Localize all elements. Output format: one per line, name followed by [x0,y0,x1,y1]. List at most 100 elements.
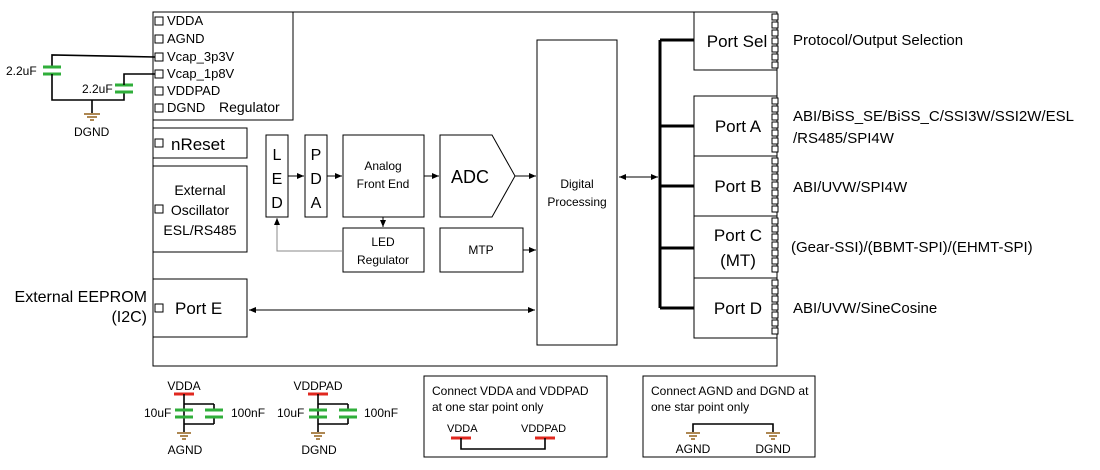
pda-letter-a: A [311,195,322,212]
port-pin [771,105,779,113]
port-pin [771,97,779,105]
vdda-cap-100nf-label: 100nF [231,406,265,420]
signal-arrows [249,173,658,313]
port-c-block: Port C (MT) [693,215,778,279]
port-b-desc: ABI/UVW/SPI4W [793,179,908,196]
osc-line1: External [174,182,225,198]
reg-pin-dgnd: DGND [167,100,205,115]
note2-line2: one star point only [651,400,749,414]
port-pin [771,13,779,21]
star-point-note-ground: Connect AGND and DGND at one star point … [642,375,816,458]
port-d-label: Port D [714,299,762,318]
port-pin [771,121,779,129]
digital-processing-block: Digital Processing [536,39,618,346]
port-d-desc: ABI/UVW/SineCosine [793,300,937,317]
note1-line2: at one star point only [432,400,543,414]
led-letter-l: L [273,147,282,164]
regulator-block: VDDA AGND Vcap_3p3V Vcap_1p8V VDDPAD DGN… [152,11,294,121]
port-a-desc-line1: ABI/BiSS_SE/BiSS_C/SSI3W/SSI2W/ESL [793,108,1074,125]
vdda-decoupling: VDDA 10uF 100nF AGND [144,379,265,457]
star-point-note-power: Connect VDDA and VDDPAD at one star poin… [423,375,608,458]
vdda-cap-10uf-label: 10uF [144,406,171,420]
port-c-line2: (MT) [720,251,756,270]
vddpad-decoupling: VDDPAD 10uF 100nF DGND [277,379,398,457]
led-letter-e: E [272,171,283,188]
port-bus [658,38,694,310]
port-pin [771,129,779,137]
port-pin [771,29,779,37]
led-reg-line2: Regulator [357,253,409,267]
port-pin [771,225,779,233]
nreset-block: nReset [152,127,248,159]
adc-block: ADC [439,134,516,218]
port-pin [771,279,779,287]
note1-vdda-label: VDDA [447,423,478,435]
led-regulator-block: LED Regulator [342,227,425,273]
port-pin [771,311,779,319]
mtp-label: MTP [468,243,493,257]
port-sel-desc: Protocol/Output Selection [793,32,963,49]
cap-2p2uf-1-label: 2.2uF [6,64,37,78]
port-pin [771,265,779,273]
digital-line2: Processing [547,195,606,209]
reg-pin-vddpad: VDDPAD [167,83,220,98]
port-pin [771,173,779,181]
port-pin [771,181,779,189]
vddpad-cap-10uf-label: 10uF [277,406,304,420]
port-d-block: Port D [693,277,778,339]
port-pin [771,165,779,173]
port-pin [771,257,779,265]
port-pin [771,303,779,311]
note2-agnd-label: AGND [676,442,711,456]
vdda-cap-top-label: VDDA [167,379,200,393]
port-pin [771,319,779,327]
pda-letter-d: D [310,171,322,188]
osc-line2: Oscillator [171,202,230,218]
mtp-block: MTP [439,227,524,273]
note1-line1: Connect VDDA and VDDPAD [432,384,589,398]
port-b-block: Port B [693,155,778,217]
vddpad-cap-100nf-label: 100nF [364,406,398,420]
port-sel-block: Port Sel [693,11,778,71]
digital-line1: Digital [560,177,593,191]
cap-2p2uf-2-label: 2.2uF [82,82,113,96]
port-pin [771,157,779,165]
port-a-desc-line2: /RS485/SPI4W [793,130,895,147]
led-block: L E D [265,134,289,218]
port-pin [771,197,779,205]
note1-vddpad-label: VDDPAD [521,423,566,435]
port-pin [771,137,779,145]
pda-letter-p: P [311,147,322,164]
port-a-label: Port A [715,117,762,136]
port-pin [771,189,779,197]
port-pin [771,53,779,61]
afe-line1: Analog [364,159,401,173]
port-pin [771,205,779,213]
port-pin [771,295,779,303]
port-pin [771,113,779,121]
port-e-block: Port E [152,278,248,338]
port-pin [771,217,779,225]
afe-block: Analog Front End [342,134,425,218]
led-letter-d: D [271,195,283,212]
nreset-label: nReset [171,135,225,154]
adc-label: ADC [451,167,489,187]
osc-line3: ESL/RS485 [163,222,236,238]
note2-dgnd-label: DGND [755,442,791,456]
port-c-desc: (Gear-SSI)/(BBMT-SPI)/(EHMT-SPI) [791,239,1033,256]
oscillator-block: External Oscillator ESL/RS485 [152,165,248,253]
port-pin [771,287,779,295]
led-reg-line1: LED [371,235,395,249]
port-pins [771,13,779,335]
port-e-label: Port E [175,299,222,318]
vddpad-cap-dgnd-label: DGND [301,443,337,457]
reg-pin-vcap-1p8v: Vcap_1p8V [167,66,235,81]
vddpad-cap-top-label: VDDPAD [293,379,342,393]
port-pin [771,37,779,45]
pda-block: P D A [304,134,328,218]
port-pin [771,327,779,335]
port-pin [771,21,779,29]
port-sel-label: Port Sel [707,32,767,51]
reg-pin-vdda: VDDA [167,13,203,28]
